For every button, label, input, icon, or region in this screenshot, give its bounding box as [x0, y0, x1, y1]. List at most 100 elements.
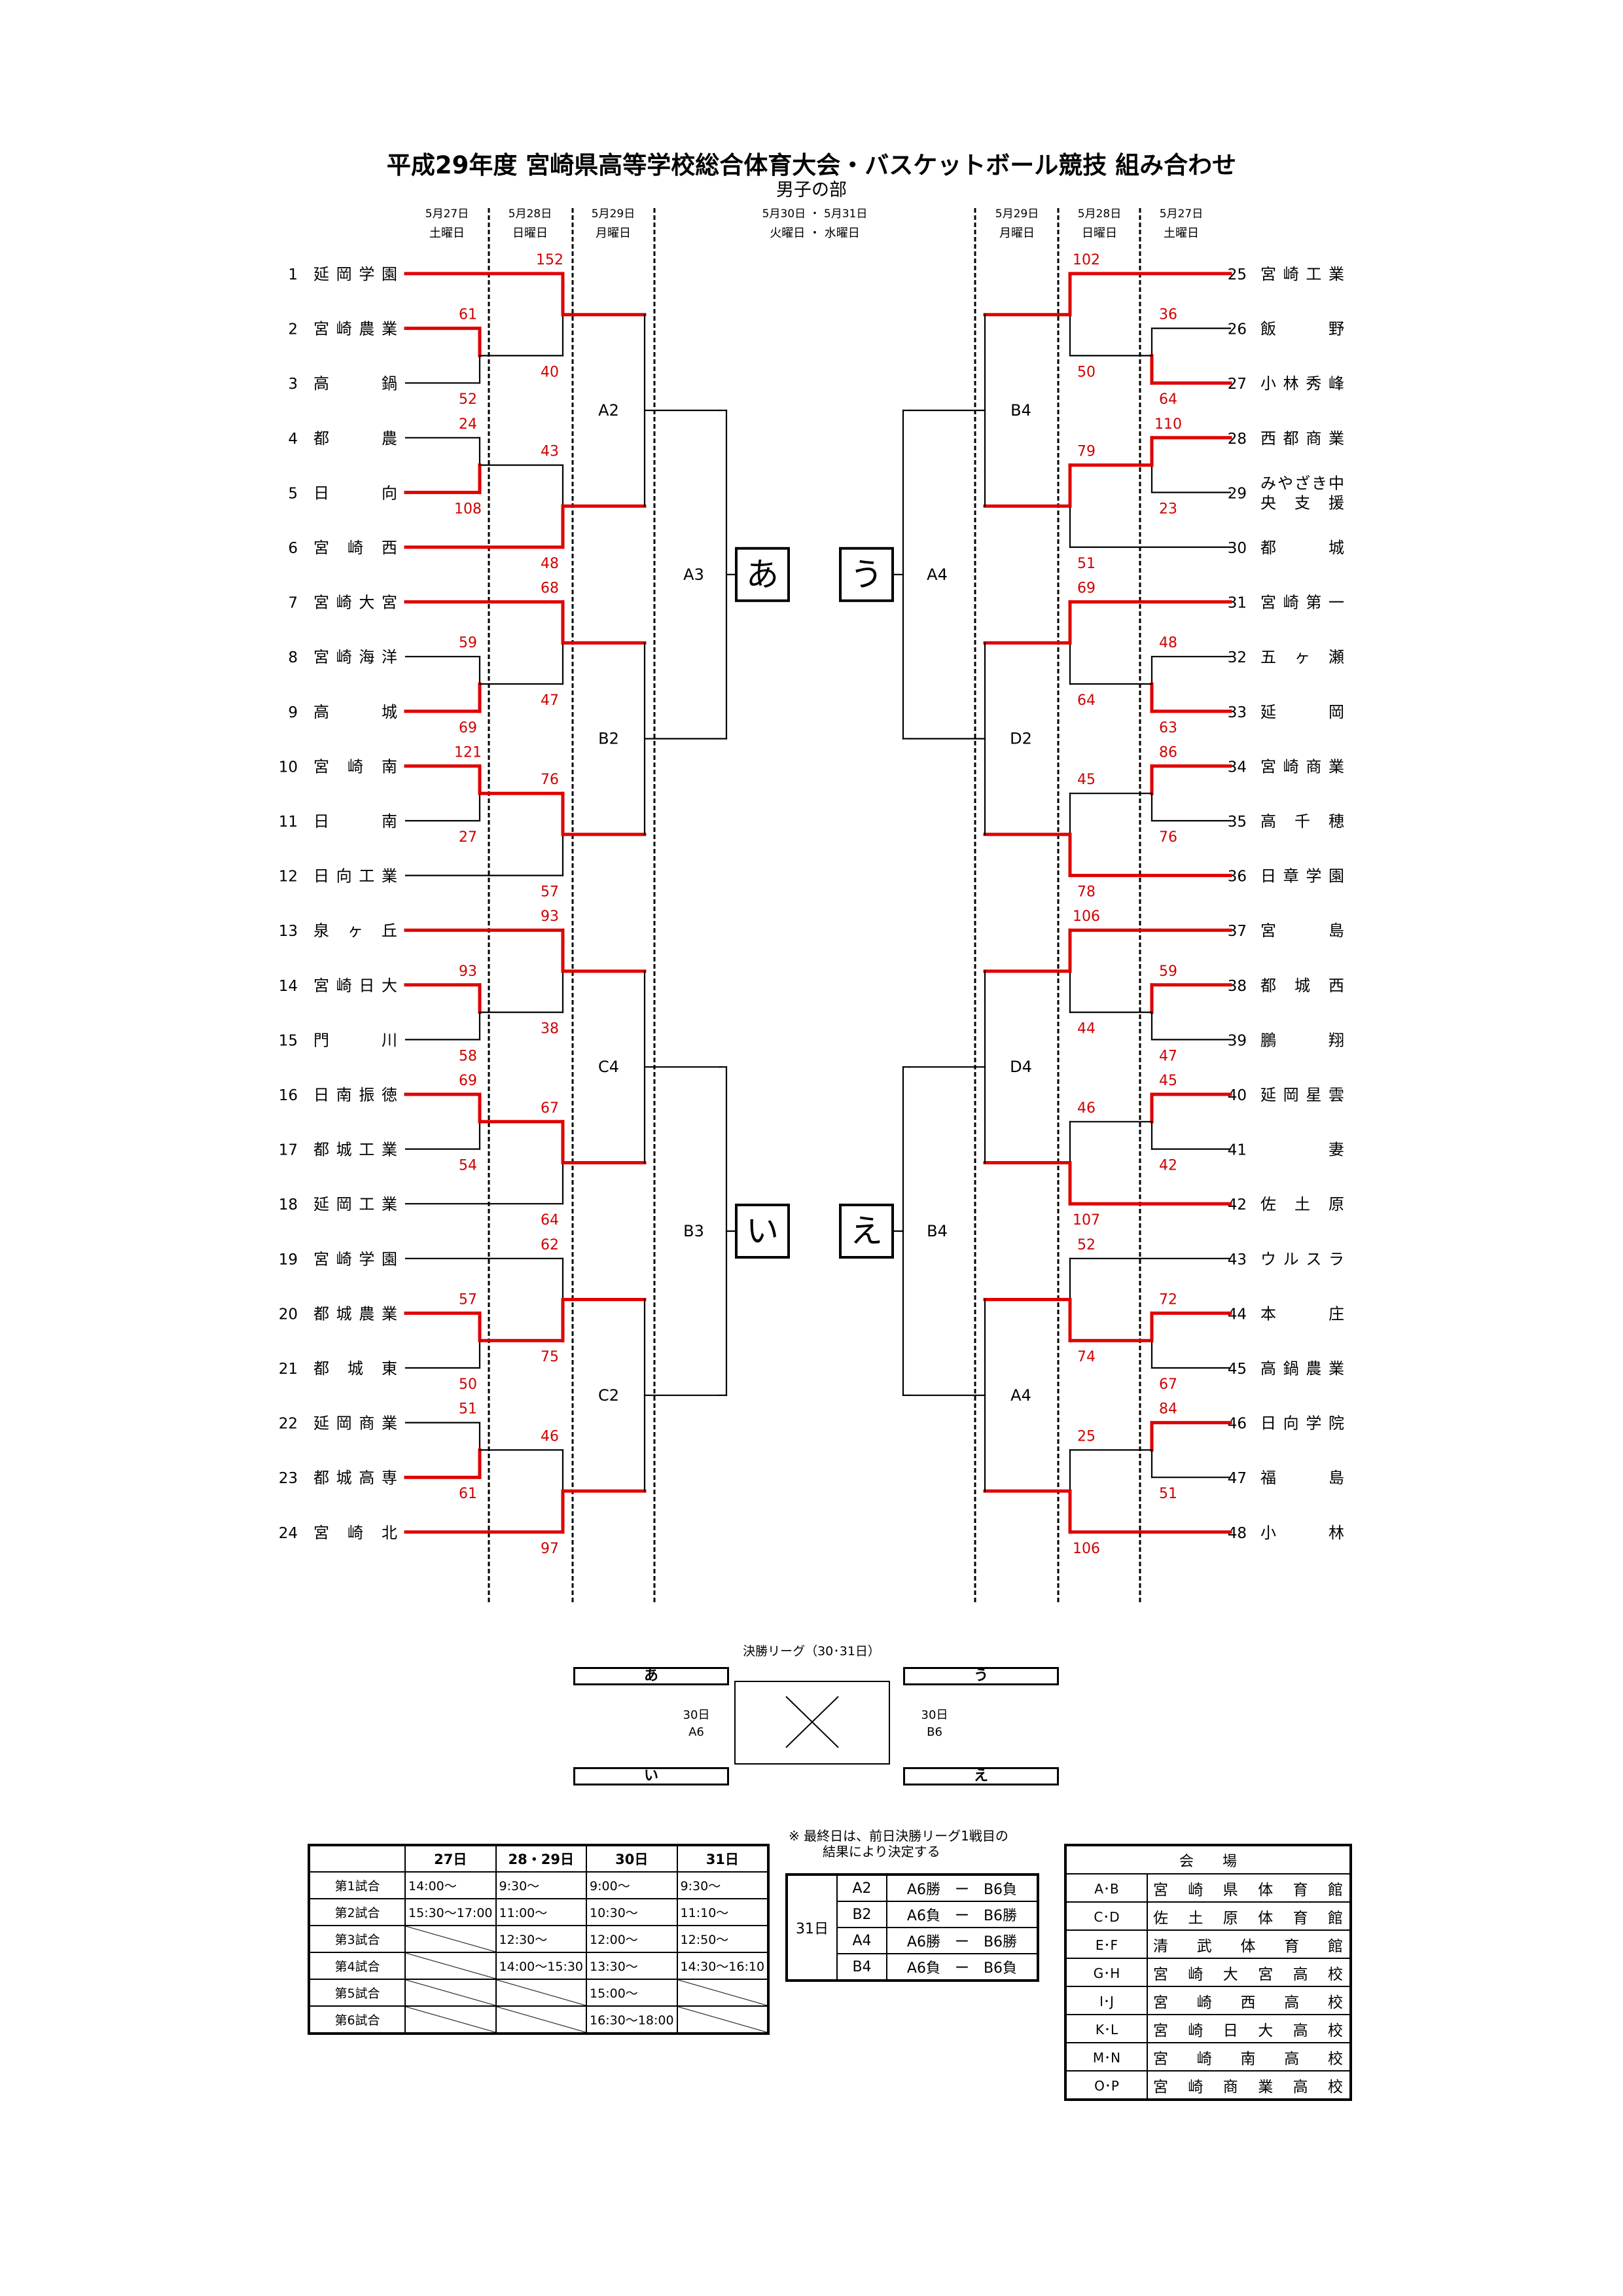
- venue-name: 佐土原体育館: [1147, 1901, 1351, 1931]
- team-name: 高鍋農業: [1260, 1359, 1344, 1378]
- team-name: 泉ヶ丘: [313, 922, 397, 940]
- team-name: 宮崎工業: [1260, 265, 1344, 283]
- team-name: 妻: [1329, 1141, 1344, 1159]
- final-box-e: え: [903, 1767, 1059, 1785]
- score-label: 78: [1077, 884, 1096, 901]
- schedule-cell-empty: [676, 1979, 770, 2007]
- score-label: 45: [1077, 772, 1096, 788]
- score-label: 69: [1077, 581, 1096, 597]
- team-number: 3: [288, 376, 298, 393]
- team-number: 43: [1228, 1251, 1247, 1268]
- team-name: 日章学園: [1260, 867, 1344, 886]
- score-label: 106: [1073, 1541, 1100, 1557]
- score-label: 152: [536, 252, 563, 268]
- score-label: 48: [1159, 635, 1177, 651]
- team-number: 7: [288, 595, 298, 612]
- score-label: 69: [459, 720, 477, 736]
- team-name: 鵬翔: [1260, 1031, 1344, 1049]
- team-name: 宮崎海洋: [313, 648, 397, 666]
- schedule-row: 第5試合 15:00～: [308, 1979, 770, 2007]
- team-number: 18: [279, 1196, 298, 1213]
- team-name: 宮崎学園: [313, 1250, 397, 1268]
- schedule-cell-empty: [404, 2005, 497, 2034]
- note-line-2: 結果により決定する: [823, 1844, 940, 1859]
- venue-label: C4: [598, 1058, 619, 1076]
- venue-name: 宮崎県体育館: [1147, 1873, 1351, 1903]
- score-label: 27: [459, 829, 477, 846]
- team-name: 延岡商業: [313, 1414, 397, 1433]
- venue-code: M･N: [1065, 2042, 1148, 2072]
- final-day-note: ※ 最終日は、前日決勝リーグ1戦目の 結果により決定する: [789, 1828, 1008, 1859]
- schedule-row: 第3試合 12:30～ 12:00～ 12:50～: [308, 1925, 770, 1953]
- team-name: 宮崎北: [313, 1524, 397, 1542]
- score-label: 79: [1077, 444, 1096, 460]
- team-number: 6: [288, 540, 298, 557]
- team-name: 日南: [313, 812, 397, 831]
- schedule-row: 第6試合 16:30～18:00: [308, 2005, 770, 2034]
- final-right-info: 30日 B6: [908, 1707, 961, 1741]
- venue-label: D4: [1010, 1058, 1032, 1076]
- venue-name: 宮崎商業高校: [1147, 2070, 1351, 2100]
- weekday-label: 日曜日: [512, 226, 548, 240]
- venue-code: E･F: [1065, 1929, 1148, 1959]
- schedule-cell: 12:50～: [676, 1925, 770, 1953]
- team-number: 30: [1228, 540, 1247, 557]
- final-day-match: A6負 ー B6負: [886, 1953, 1039, 1981]
- score-label: 48: [541, 556, 559, 572]
- score-label: 93: [459, 963, 477, 980]
- date-label: 5月27日: [425, 207, 469, 221]
- schedule-header-28-29: 28・29日: [495, 1844, 588, 1873]
- date-label: 5月30日 ・ 5月31日: [762, 207, 868, 221]
- score-label: 76: [1159, 829, 1177, 846]
- schedule-header-30: 30日: [586, 1844, 678, 1873]
- score-label: 46: [1077, 1100, 1096, 1117]
- team-number: 13: [279, 923, 298, 940]
- final-league-cross-box: [734, 1681, 890, 1765]
- score-label: 107: [1073, 1212, 1100, 1229]
- team-name: 日向工業: [313, 867, 397, 886]
- schedule-table: 27日 28・29日 30日 31日 第1試合 14:00～ 9:30～ 9:0…: [308, 1844, 770, 2035]
- team-number: 4: [288, 431, 298, 448]
- final-left-date: 30日: [683, 1708, 710, 1722]
- page-title: 平成29年度 宮崎県高等学校総合体育大会・バスケットボール競技 組み合わせ: [386, 151, 1237, 179]
- weekday-label: 日曜日: [1082, 226, 1117, 240]
- team-number: 8: [288, 649, 298, 666]
- schedule-cell: 14:00～: [404, 1871, 497, 1899]
- score-label: 50: [1077, 364, 1096, 380]
- score-label: 36: [1159, 307, 1177, 323]
- venue-code: C･D: [1065, 1901, 1148, 1931]
- final-day-row: 31日 A2 A6勝 ー B6負: [786, 1874, 1039, 1981]
- venue-code: O･P: [1065, 2070, 1148, 2100]
- weekday-label: 月曜日: [999, 226, 1035, 240]
- final-right-date: 30日: [921, 1708, 948, 1722]
- score-label: 51: [1159, 1486, 1177, 1502]
- block-mark: う: [850, 556, 883, 594]
- score-label: 64: [541, 1212, 559, 1229]
- schedule-cell: 9:30～: [676, 1871, 770, 1899]
- team-name: 延岡: [1260, 703, 1344, 721]
- team-name: 宮崎農業: [313, 320, 397, 338]
- final-day-row: A4 A6勝 ー B6勝: [787, 1927, 1039, 1954]
- final-box-i: い: [573, 1767, 729, 1785]
- score-label: 51: [1077, 556, 1096, 572]
- team-name: 小林秀峰: [1260, 374, 1344, 393]
- weekday-label: 月曜日: [596, 226, 631, 240]
- team-number: 24: [279, 1525, 298, 1542]
- team-name: 都城高専: [313, 1469, 397, 1487]
- team-number: 45: [1228, 1361, 1247, 1378]
- venue-name: 宮崎日大高校: [1147, 2014, 1351, 2043]
- team-name: 延岡星雲: [1260, 1086, 1344, 1104]
- schedule-cell: 11:00～: [495, 1898, 588, 1926]
- score-label: 121: [454, 744, 482, 761]
- schedule-cell: 10:30～: [586, 1898, 678, 1926]
- schedule-row-label: 第3試合: [308, 1925, 406, 1953]
- score-label: 52: [459, 391, 477, 408]
- score-label: 54: [459, 1158, 477, 1174]
- schedule-cell-empty: [495, 2005, 588, 2034]
